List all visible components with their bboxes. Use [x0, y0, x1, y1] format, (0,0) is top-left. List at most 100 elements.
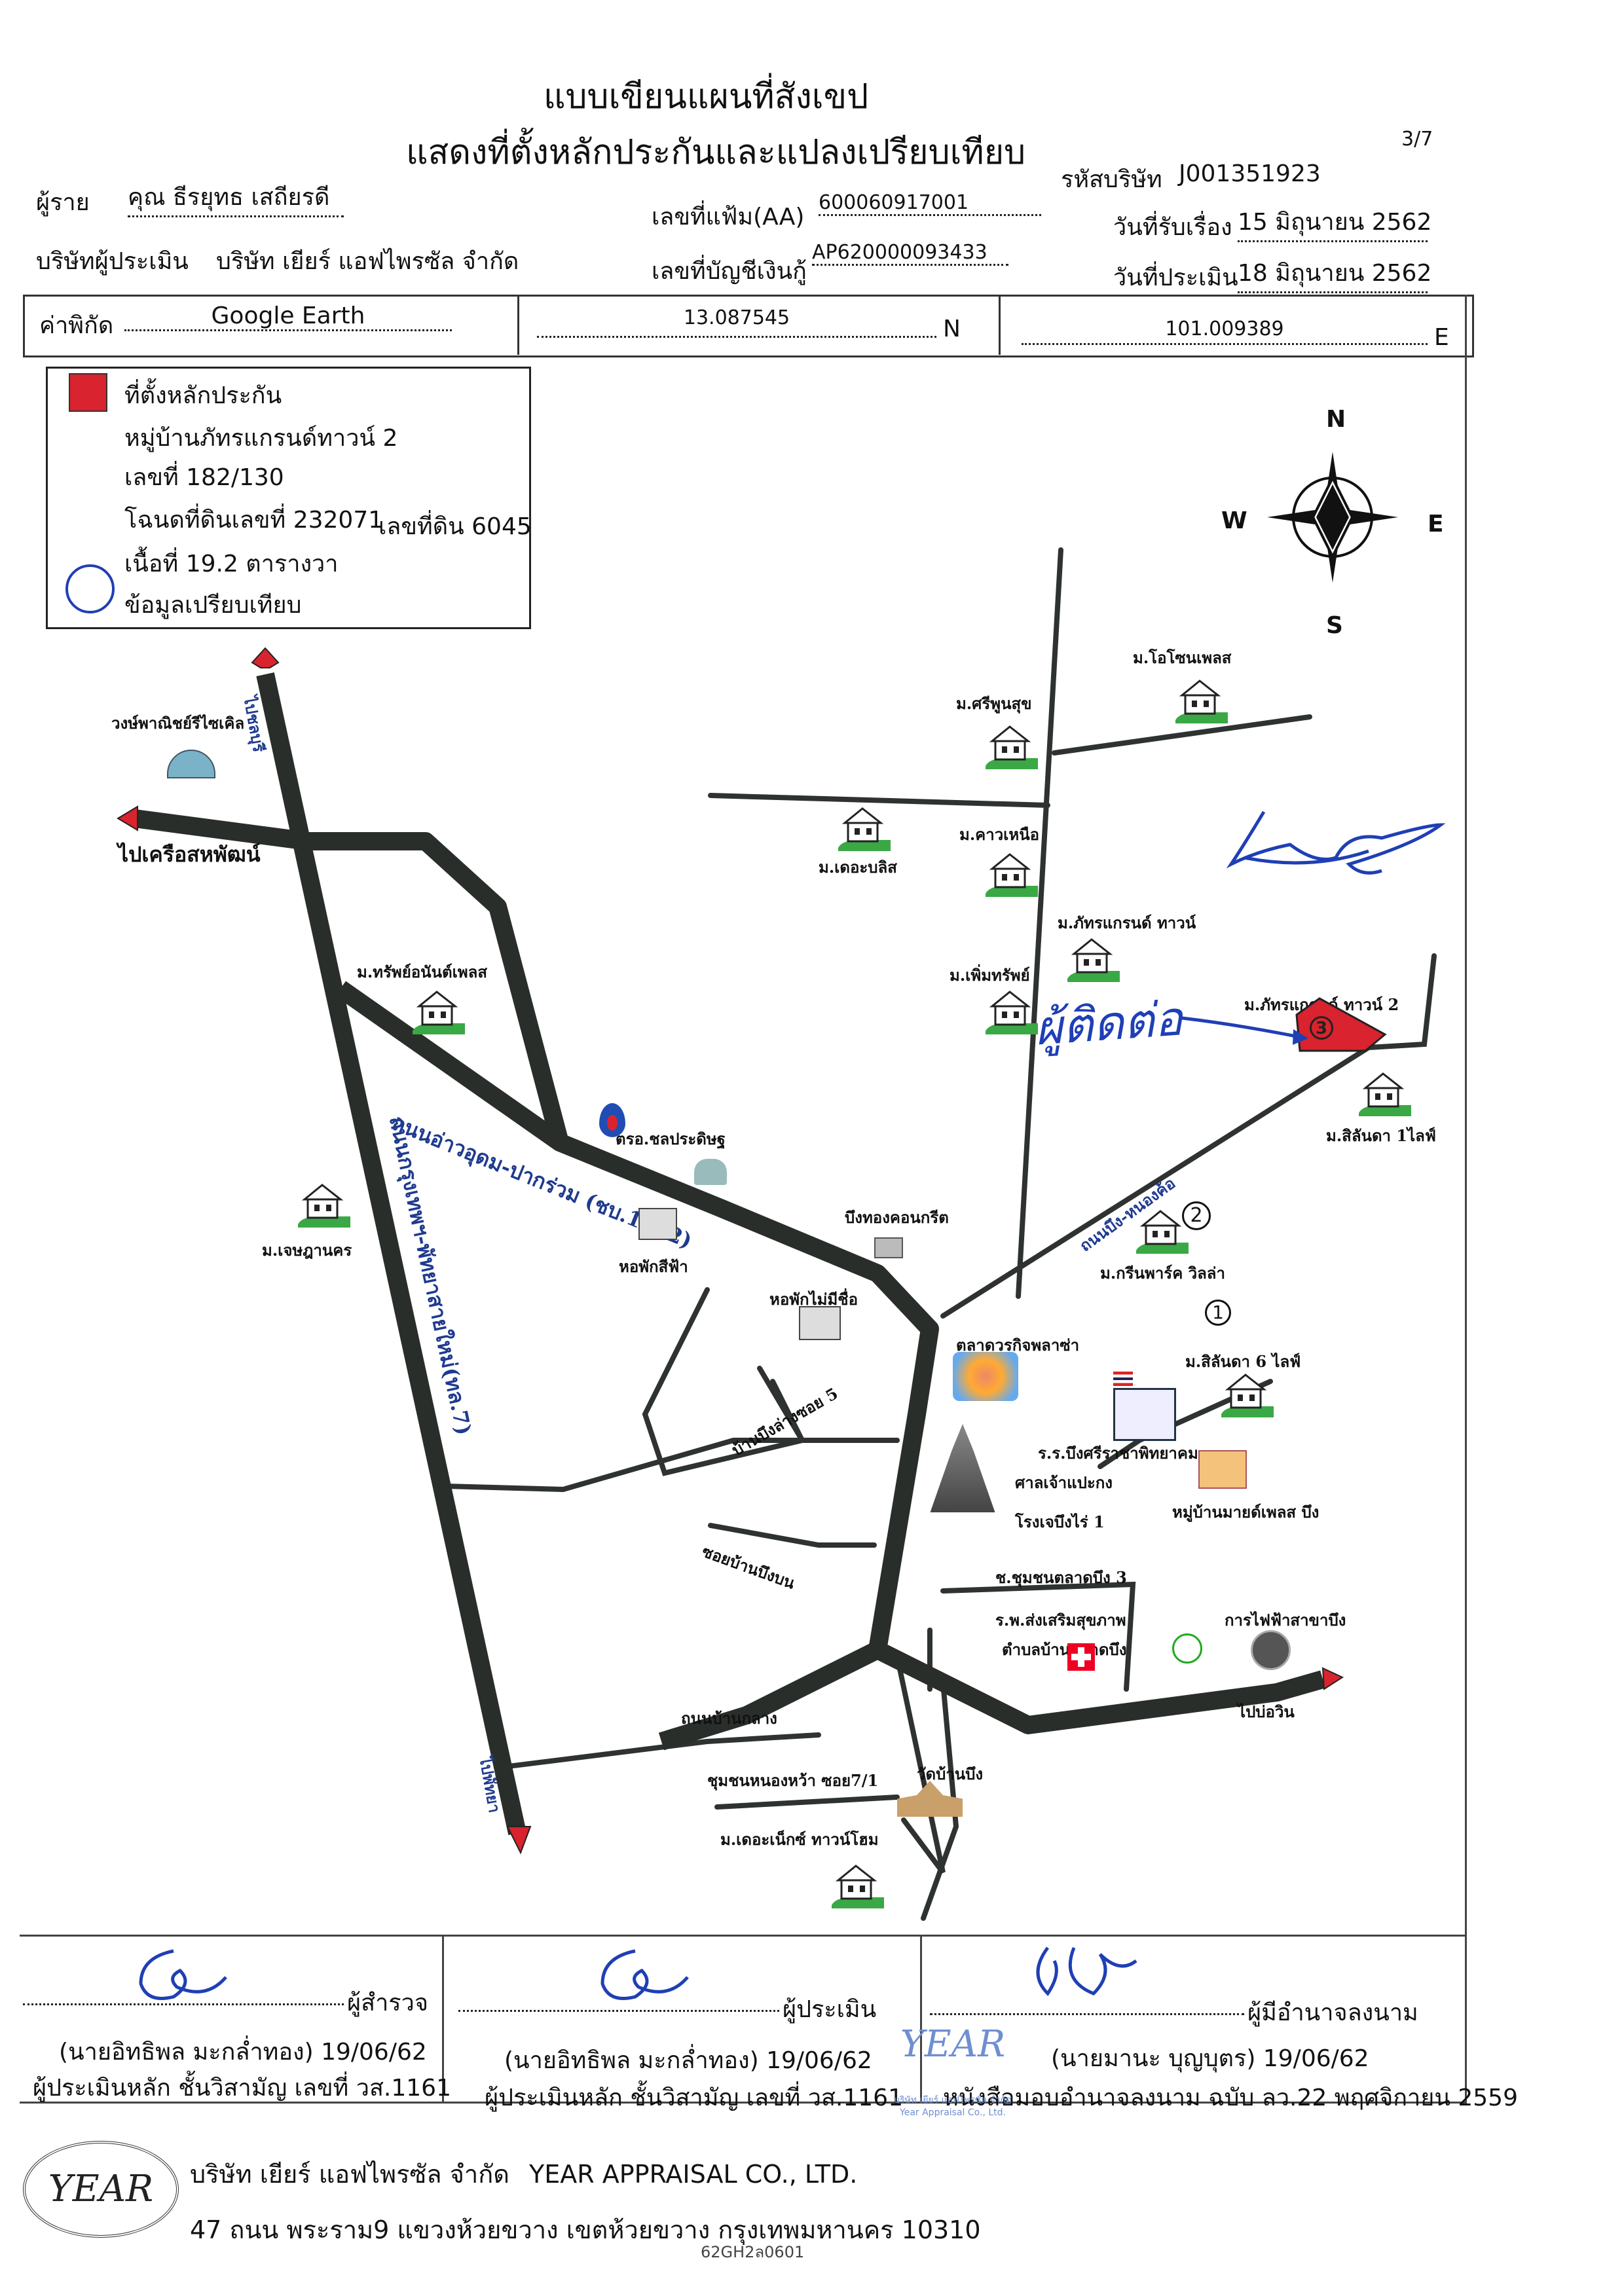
- coords-source-label: ค่าพิกัด: [39, 312, 114, 339]
- received-label: วันที่รับเรื่อง: [1113, 214, 1232, 241]
- label-m-bliss: ม.เดอะบลิส: [819, 858, 897, 877]
- label-dorm-sifa: หอพักสีฟ้า: [619, 1257, 688, 1276]
- pea-logo-icon: [1251, 1630, 1291, 1670]
- label-m-sri-phun: ม.ศรีพูนสุข: [956, 694, 1032, 713]
- page-number: 3/7: [1401, 128, 1433, 151]
- label-m-ozone: ม.โอโซนเพลส: [1133, 648, 1232, 667]
- footer-company-en: YEAR APPRAISAL CO., LTD.: [529, 2160, 858, 2189]
- appraiser-company: บริษัท เยียร์ แอฟไพรซัล จำกัด: [216, 248, 519, 275]
- legend-deed: โฉนดที่ดินเลขที่ 232071: [124, 507, 384, 534]
- road-south-loop: [658, 1641, 882, 1751]
- road-east-branch: [940, 953, 1437, 1319]
- label-m-phatra: ม.ภัทรแกรนด์ ทาวน์: [1058, 913, 1196, 932]
- comparable-marker-2[interactable]: 2: [1182, 1201, 1211, 1230]
- label-wong-panich: วงษ์พาณิชย์รีไซเคิล: [111, 714, 245, 733]
- coords-divider-2: [999, 296, 1001, 355]
- label-community-nong: ชุมชนหนองหว้า ซอย7/1: [707, 1771, 879, 1790]
- signature-right-border: [1465, 295, 1467, 2103]
- label-shrine: ศาลเจ้าแปะกง: [1015, 1473, 1113, 1492]
- arrow-chonburi: [251, 647, 280, 668]
- label-school: ร.ร.บึงศรีราชาพิทยาคม: [1038, 1444, 1198, 1463]
- road-soi-bon: [708, 1523, 877, 1548]
- label-ptt: ตรอ.ชลประดิษฐ: [616, 1129, 726, 1148]
- stamp-line-2: Year Appraisal Co., Ltd.: [900, 2107, 1006, 2118]
- legend-house-no: เลขที่ 182/130: [124, 464, 284, 491]
- road-ban-klang: [495, 1732, 821, 1770]
- legend-comparable-label: ข้อมูลเปรียบเทียบ: [124, 592, 302, 619]
- arrow-bo-win: [1321, 1667, 1344, 1690]
- road-wat-loop: [895, 1654, 946, 1874]
- comparable-marker-1[interactable]: 1: [1205, 1300, 1231, 1326]
- appraiser-signature: [600, 1949, 689, 2000]
- label-ban-klang: ถนนบ้านกลาง: [681, 1709, 777, 1728]
- longitude: 101.009389: [1022, 318, 1428, 345]
- label-village-mai: หมู่บ้านมายด์เพลส บึง: [1172, 1503, 1320, 1522]
- appraiser-title: ผู้ประเมินหลัก ชั้นวิสามัญ เลขที่ วส.116…: [485, 2085, 903, 2111]
- compass-south: S: [1326, 612, 1343, 639]
- house-icon-green-park: [1133, 1205, 1192, 1260]
- thai-flag-icon: [1113, 1372, 1133, 1386]
- surveyor-role: ผู้สำรวจ: [347, 1990, 428, 2016]
- company-logo: YEAR: [23, 2141, 179, 2238]
- house-icon-sap-anan: [409, 985, 468, 1040]
- company-stamp: YEAR บริษัท เยียร์ แอฟไพรซัล จำกัด Year …: [887, 2003, 1018, 2121]
- road-to-bo-win: [873, 1641, 1325, 1734]
- label-m-green-park: ม.กรีนพาร์ค วิลล่า: [1100, 1264, 1225, 1283]
- house-icon-chen: [295, 1178, 354, 1233]
- legend-land-no: เลขที่ดิน 6045: [378, 513, 532, 540]
- label-m-silanda-6: ม.สิลันดา 6 ไลฟ์: [1185, 1352, 1301, 1371]
- footer-company-th-text: บริษัท เยียร์ แอฟไพรซัล จำกัด: [190, 2160, 509, 2189]
- client-name: คุณ ธีรยุทธ เสถียรดี: [128, 178, 344, 217]
- handwritten-note: ผู้ติดต่อ: [1033, 991, 1185, 1056]
- arrow-kruea: [117, 805, 138, 831]
- appraiser-company-label: บริษัทผู้ประเมิน: [36, 248, 189, 275]
- stamp-logo: YEAR: [900, 2023, 1006, 2066]
- title-line-2: แสดงที่ตั้งหลักประกันและแปลงเปรียบเทียบ: [406, 133, 1026, 172]
- hospital-cross-white-h: [1071, 1654, 1091, 1660]
- file-no-label: เลขที่แฟ้ม(AA): [652, 204, 805, 230]
- coords-divider-1: [517, 296, 519, 355]
- surveyor-dots: [23, 2003, 344, 2005]
- label-to-bo-win: ไปบ่อวิน: [1238, 1702, 1295, 1721]
- coords-source: Google Earth: [124, 302, 452, 331]
- latitude-suffix: N: [943, 316, 961, 342]
- house-icon-kao-nuea: [982, 848, 1041, 903]
- road-mid-horizontal: [443, 1438, 900, 1493]
- pt-logo-icon: [1172, 1633, 1202, 1664]
- house-icon-phatra: [1064, 933, 1123, 988]
- signature-bottom-line: [20, 2102, 1467, 2104]
- compass-west: W: [1221, 507, 1247, 534]
- label-pea: การไฟฟ้าสาขาบึง: [1225, 1611, 1346, 1630]
- label-m-the-connect: ม.เดอะเน็กซ์ ทาวน์โฮม: [720, 1830, 879, 1849]
- label-m-sap-anan: ม.ทรัพย์อนันต์เพลส: [357, 962, 487, 981]
- road-nong: [714, 1795, 900, 1810]
- footer-address: 47 ถนน พระราม9 แขวงห้วยขวาง เขตห้วยขวาง …: [190, 2215, 981, 2244]
- company-logo-text: YEAR: [48, 2168, 154, 2210]
- label-bueng-thong: บึงทองคอนกรีต: [845, 1208, 949, 1227]
- house-icon-silanda-1: [1356, 1067, 1414, 1122]
- compass-east: E: [1428, 511, 1444, 538]
- file-no: 600060917001: [819, 191, 1041, 216]
- signature-top-line: [20, 1935, 1467, 1937]
- road-north-branch: [1052, 714, 1312, 756]
- road-soi-5b: [770, 1379, 805, 1443]
- house-icon-perm: [982, 985, 1041, 1040]
- school-icon: [1113, 1388, 1176, 1441]
- label-m-perm: ม.เพิ่มทรัพย์: [950, 966, 1030, 985]
- legend-box: [46, 367, 531, 629]
- received-date: 15 มิถุนายน 2562: [1238, 203, 1431, 242]
- label-to-kruea: ไปเครือสหพัฒน์: [118, 842, 261, 867]
- road-wat-loop2: [921, 1680, 959, 1921]
- label-m-silanda-1: ม.สิลันดา 1ไลฟ์: [1326, 1126, 1436, 1145]
- label-wat: วัดบ้านบึง: [917, 1764, 984, 1783]
- appraisal-date-label: วันที่ประเมิน: [1113, 264, 1238, 291]
- concrete-plant-icon: [694, 1159, 727, 1185]
- legend-collateral-title: ที่ตั้งหลักประกัน: [124, 382, 282, 409]
- company-code-label: รหัสบริษัท: [1061, 166, 1162, 193]
- road-community: [940, 1581, 1136, 1692]
- house-icon-connect: [828, 1859, 887, 1914]
- title-line-1: แบบเขียนแผนที่สังเขป: [544, 77, 869, 117]
- signature-top-right: [1226, 811, 1446, 875]
- footer-doc-code: 62GH2ล0601: [701, 2243, 805, 2261]
- company-code: J001351923: [1179, 160, 1321, 187]
